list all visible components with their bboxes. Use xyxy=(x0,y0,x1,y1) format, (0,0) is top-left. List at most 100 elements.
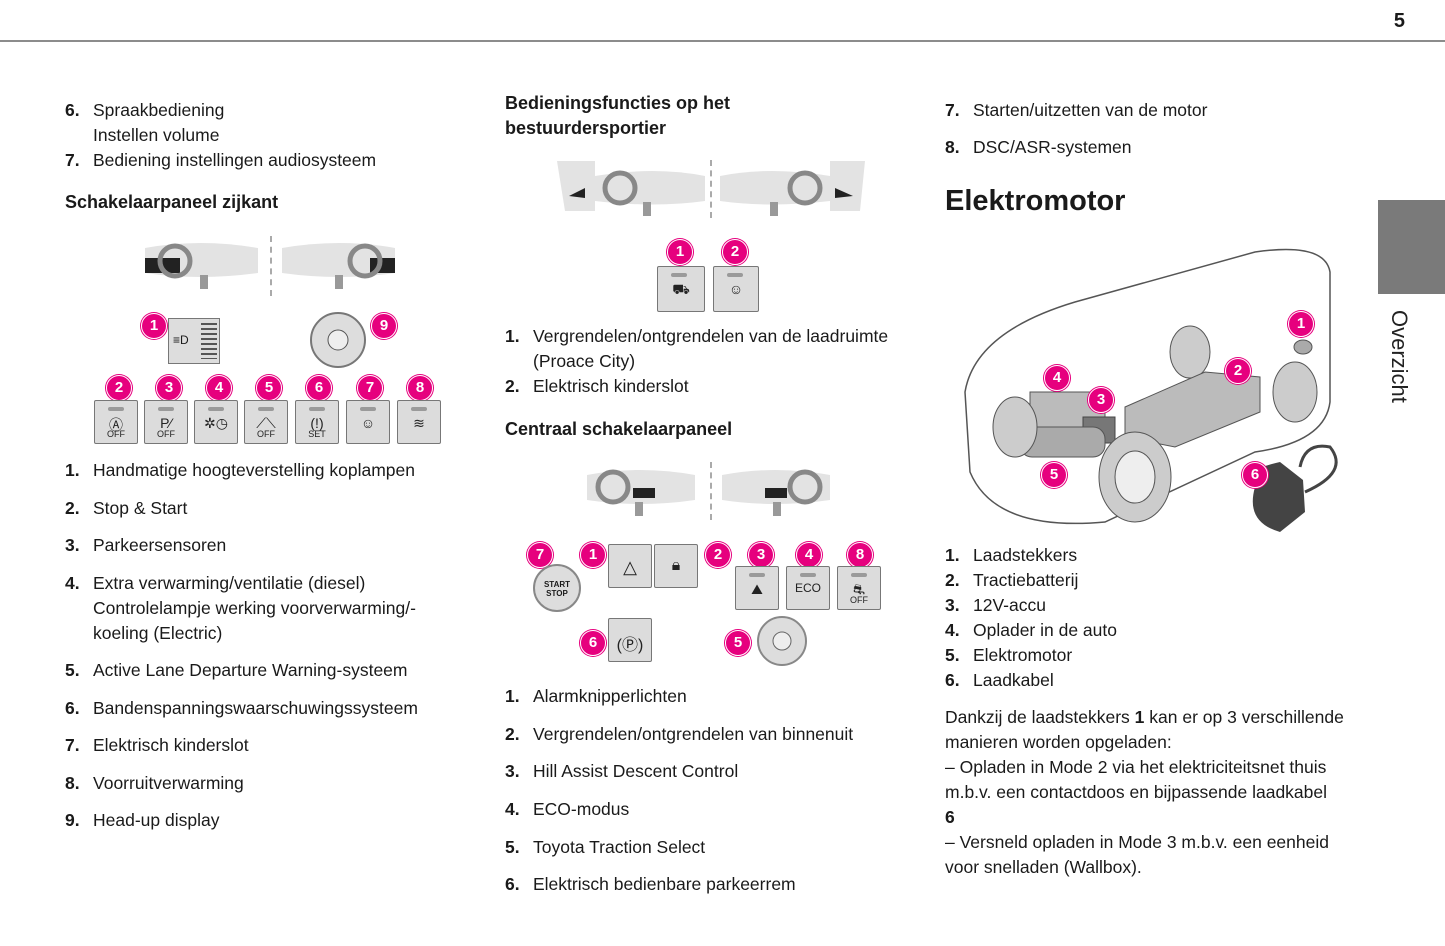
section-tab[interactable] xyxy=(1378,200,1445,294)
list-item: 3.Parkeersensoren xyxy=(65,533,445,558)
child-lock-button[interactable]: ☺ xyxy=(713,266,759,312)
list-item-number: 1. xyxy=(65,460,80,480)
col1-list: 1. Handmatige hoogteverstelling koplampen… xyxy=(65,458,445,833)
list-item: 6. Laadkabel xyxy=(945,668,1365,693)
callout-6: 6 xyxy=(580,630,606,656)
windscreen-heat-icon: ≋ xyxy=(413,415,425,431)
list-item-number: 7. xyxy=(945,100,960,120)
parking-brake-icon: (Ⓟ) xyxy=(616,637,644,654)
list-item: 5.Toyota Traction Select xyxy=(505,835,925,860)
list-item-text: Handmatige hoogteverstelling koplampen xyxy=(93,460,416,480)
list-item-text: Tractiebatterij xyxy=(973,570,1079,590)
callout-7: 7 xyxy=(527,542,553,568)
list-item: 1. Vergrendelen/ontgrendelen van de laadr… xyxy=(505,324,925,374)
hill-descent-icon: ⛰ xyxy=(751,581,763,597)
list-item: 5. Elektromotor xyxy=(945,643,1365,668)
list-item-number: 1. xyxy=(505,326,520,346)
list-item: 3.12V-accu xyxy=(945,593,1365,618)
traction-select-icon[interactable] xyxy=(755,615,810,667)
steering-wheel-icon xyxy=(347,243,383,279)
callout-7: 7 xyxy=(357,375,383,401)
list-item: 6. Bandenspanningswaarschuwingssysteem xyxy=(65,696,445,721)
cargo-lock-button[interactable]: ⛟ xyxy=(657,266,705,312)
callout-4: 4 xyxy=(1044,365,1070,391)
list-item-number: 1. xyxy=(505,686,520,706)
list-item: 7.Elektrisch kinderslot xyxy=(65,733,445,758)
list-item-text: Bandenspanningswaarschuwingssysteem xyxy=(93,697,418,718)
callout-4: 4 xyxy=(796,542,822,568)
side-panel-heading: Schakelaarpaneel zijkant xyxy=(65,192,279,212)
hill-descent-button[interactable]: ⛰ xyxy=(735,566,779,610)
list-item-number: 6. xyxy=(945,670,960,690)
list-item-text: Elektrisch bedienbare parkeerrem xyxy=(533,874,796,895)
callout-5: 5 xyxy=(256,375,282,401)
van-cutaway-illustration xyxy=(964,248,1338,532)
charging-paragraph: Dankzij de laadstekkers 1 kan er op 3 ve… xyxy=(945,707,1344,877)
steering-wheel-icon xyxy=(157,243,193,279)
list-item-number: 5. xyxy=(945,645,960,665)
list-item-text: Vergrendelen/ontgrendelen van de laadrui… xyxy=(533,326,889,371)
list-item-text: Elektrisch kinderslot xyxy=(93,735,249,755)
list-item: 2.Elektrisch kinderslot xyxy=(505,374,925,399)
list-item-text: Hill Assist Descent Control xyxy=(533,761,739,782)
list-item: 9.Head-up display xyxy=(65,808,445,833)
park-sensor-button[interactable]: P⁄OFF xyxy=(144,400,188,444)
parking-brake-button[interactable]: (Ⓟ) xyxy=(608,618,652,662)
section-tab-label: Overzicht xyxy=(1387,310,1412,403)
headlamp-level-icon[interactable]: ≡D xyxy=(168,318,220,364)
list-item-number: 6. xyxy=(65,100,80,120)
callout-5: 5 xyxy=(1041,462,1067,488)
list-item: 2.Stop & Start xyxy=(65,496,445,521)
callout-3: 3 xyxy=(1088,387,1114,413)
eco-button[interactable]: ECO xyxy=(786,566,830,610)
list-item: 2.Vergrendelen/ontgrendelen van binnenui… xyxy=(505,722,925,747)
child-lock-icon: ☺ xyxy=(360,415,376,431)
list-item: 3.Hill Assist Descent Control xyxy=(505,759,925,784)
list-item-text: Voorruitverwarming xyxy=(93,772,244,793)
callout-1: 1 xyxy=(141,313,167,339)
heater-button[interactable]: ✲◷ xyxy=(194,400,238,444)
callout-2: 2 xyxy=(705,542,731,568)
central-panel-heading: Centraal schakelaarpaneel xyxy=(505,419,733,439)
list-item-text: Head-up display xyxy=(93,810,220,830)
door-lock-icon: 🔒︎ xyxy=(671,557,681,574)
list-item-text: Laadkabel xyxy=(973,670,1054,690)
callout-6: 6 xyxy=(306,375,332,401)
list-item: 1. Handmatige hoogteverstelling koplampen xyxy=(65,458,445,483)
dsc-asr-button[interactable]: ⛐OFF xyxy=(837,566,881,610)
callout-3: 3 xyxy=(748,542,774,568)
callout-3: 3 xyxy=(156,375,182,401)
list-item-text: Bediening instellingen audiosysteem xyxy=(93,150,377,170)
list-item-text: Extra verwarming/ventilatie (diesel)Cont… xyxy=(93,572,416,643)
list-item-text: Elektromotor xyxy=(973,645,1073,665)
list-item-text: DSC/ASR-systemen xyxy=(973,137,1132,157)
list-item-number: 4. xyxy=(945,620,960,640)
hud-dial-icon[interactable] xyxy=(304,310,372,370)
list-item: 1.Laadstekkers xyxy=(945,543,1365,568)
tyre-pressure-button[interactable]: (!)SET xyxy=(295,400,339,444)
list-item: 8.Voorruitverwarming xyxy=(65,771,445,796)
lane-departure-button[interactable]: ⟋⟍OFF xyxy=(244,400,288,444)
list-item: 4.ECO-modus xyxy=(505,797,925,822)
list-item-number: 3. xyxy=(65,535,80,555)
list-item-number: 3. xyxy=(945,595,960,615)
hazard-button[interactable]: △ xyxy=(608,544,652,588)
callout-1: 1 xyxy=(1288,311,1314,337)
door-lock-button[interactable]: 🔒︎ xyxy=(654,544,698,588)
callout-5: 5 xyxy=(725,630,751,656)
child-lock-button[interactable]: ☺ xyxy=(346,400,390,444)
hazard-icon: △ xyxy=(623,557,637,577)
page-number: 5 xyxy=(1393,10,1405,32)
callout-8: 8 xyxy=(407,375,433,401)
list-item-number: 6. xyxy=(65,697,80,718)
list-item-number: 5. xyxy=(65,660,80,680)
header-rule xyxy=(0,40,1445,42)
list-item-number: 2. xyxy=(945,570,960,590)
windscreen-heat-button[interactable]: ≋ xyxy=(397,400,441,444)
